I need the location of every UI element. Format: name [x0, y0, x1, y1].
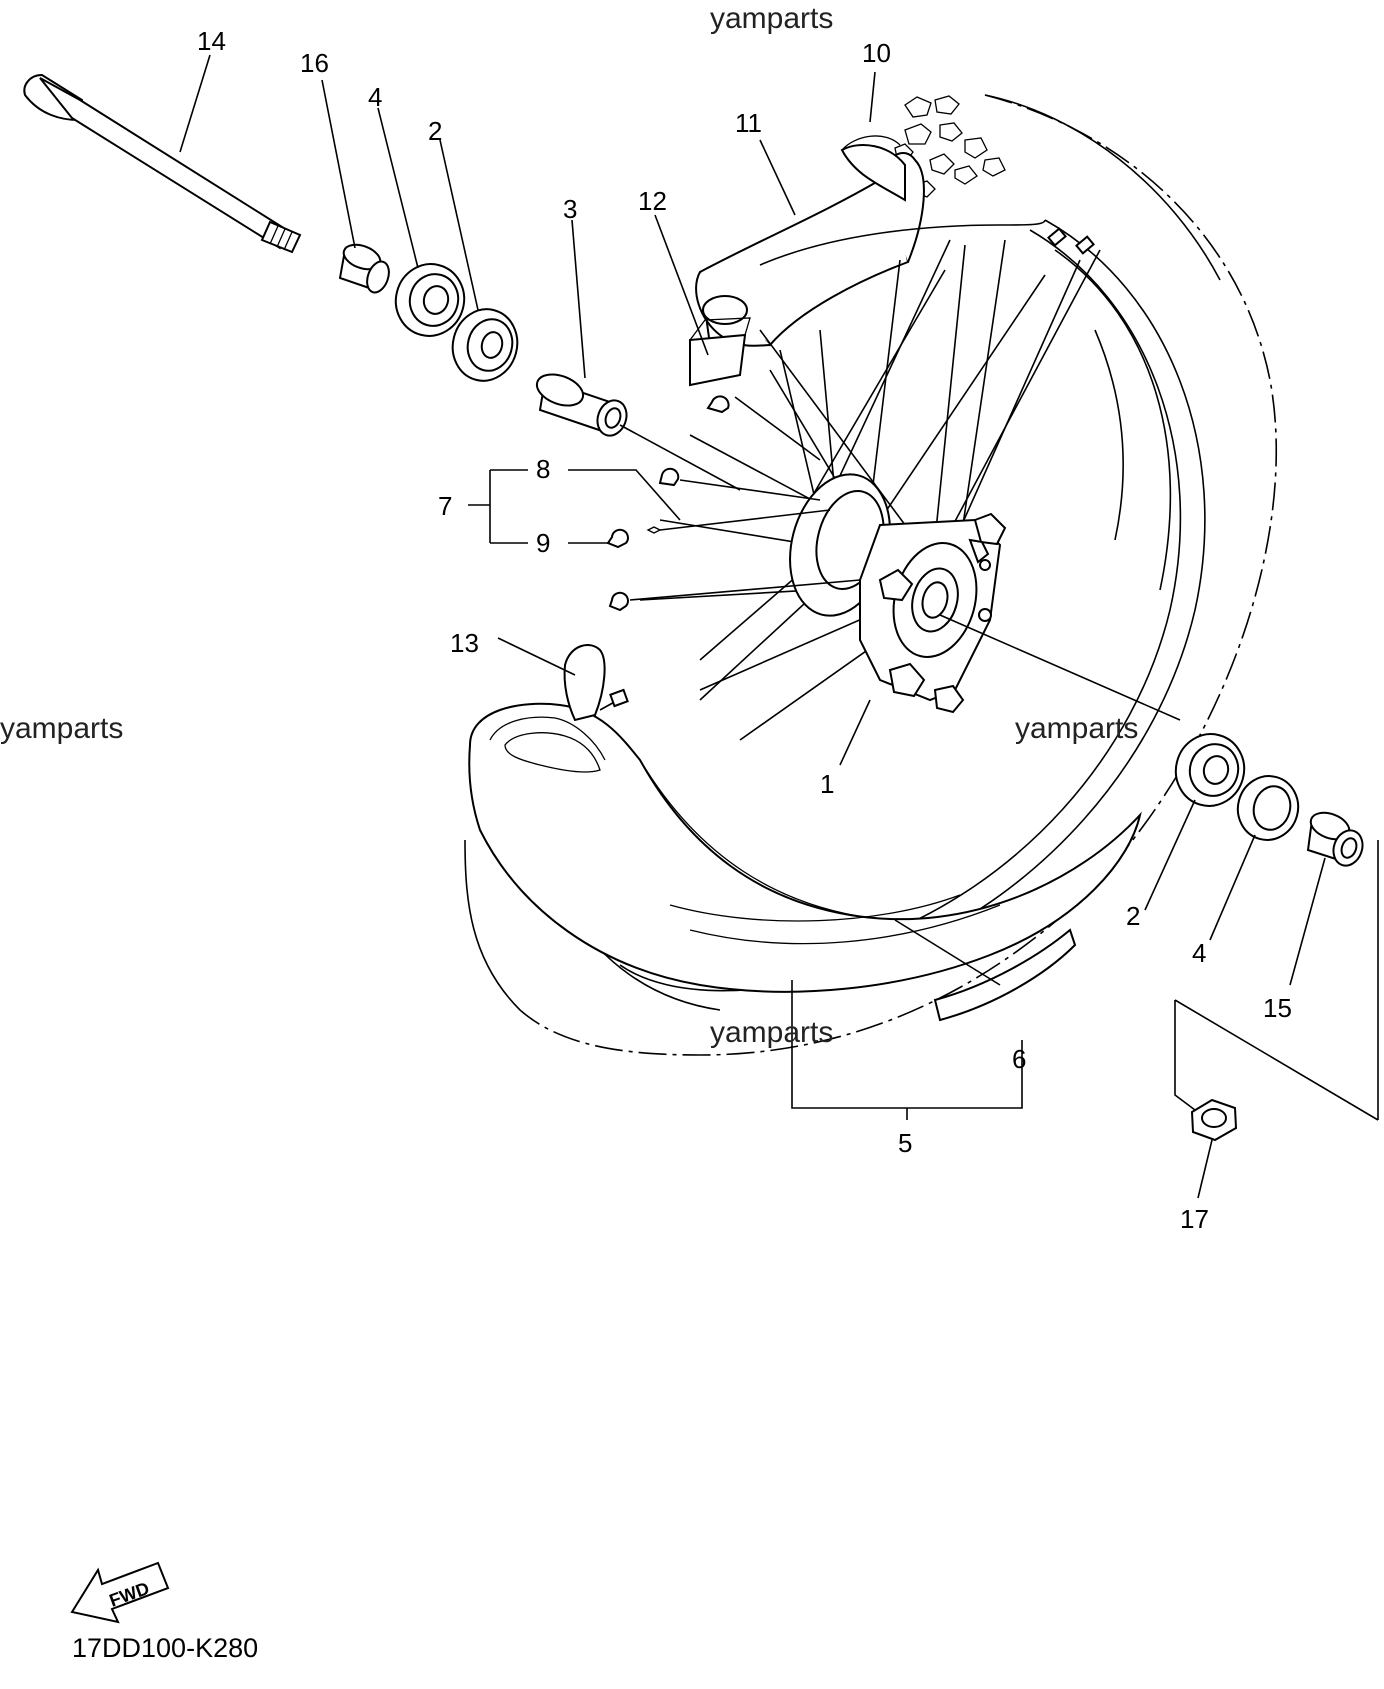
- callout-14: 14: [197, 26, 226, 56]
- rim-lock: [563, 644, 629, 722]
- callout-13: 13: [450, 628, 479, 658]
- oil-seal-left: [394, 263, 466, 337]
- bearing-left: [451, 308, 519, 382]
- callout-1: 1: [820, 769, 834, 799]
- watermark-top: yamparts: [710, 2, 833, 35]
- spoke-nipples: [1047, 227, 1095, 255]
- fwd-arrow-icon: FWD: [70, 1561, 170, 1624]
- callout-4-left: 4: [368, 82, 382, 112]
- collar-left: [338, 243, 390, 294]
- spoke-set: [606, 395, 861, 612]
- callout-11: 11: [735, 108, 762, 138]
- collar-right: [1306, 811, 1364, 867]
- watermark-bottom: yamparts: [710, 1016, 833, 1049]
- callout-2-right: 2: [1126, 901, 1140, 931]
- spacer: [535, 373, 741, 491]
- callout-6: 6: [1012, 1044, 1026, 1074]
- watermark-left: yamparts: [0, 712, 123, 745]
- callout-4-right: 4: [1192, 938, 1206, 968]
- callout-16: 16: [300, 48, 329, 78]
- tube: [689, 135, 925, 387]
- callout-5: 5: [898, 1128, 912, 1158]
- callout-10: 10: [862, 38, 891, 68]
- callout-8: 8: [536, 454, 550, 484]
- callout-12: 12: [638, 186, 667, 216]
- callout-17: 17: [1180, 1204, 1209, 1234]
- leader-lines: [179, 54, 1326, 1199]
- axle: [23, 73, 302, 254]
- bearing-right: [1174, 733, 1246, 807]
- axle-nut: [1174, 840, 1379, 1142]
- callout-15: 15: [1263, 993, 1292, 1023]
- callout-9: 9: [536, 528, 550, 558]
- callout-7: 7: [438, 491, 452, 521]
- callout-2-left: 2: [428, 116, 442, 146]
- oil-seal-right: [1236, 775, 1300, 841]
- diagram-code: 17DD100-K280: [72, 1633, 258, 1663]
- watermark-right: yamparts: [1015, 712, 1138, 745]
- rim-cutaway: [468, 702, 1142, 993]
- spokes: [639, 239, 1101, 741]
- rim-band: [933, 928, 1077, 1022]
- hub: [789, 473, 1007, 714]
- callout-3: 3: [563, 194, 577, 224]
